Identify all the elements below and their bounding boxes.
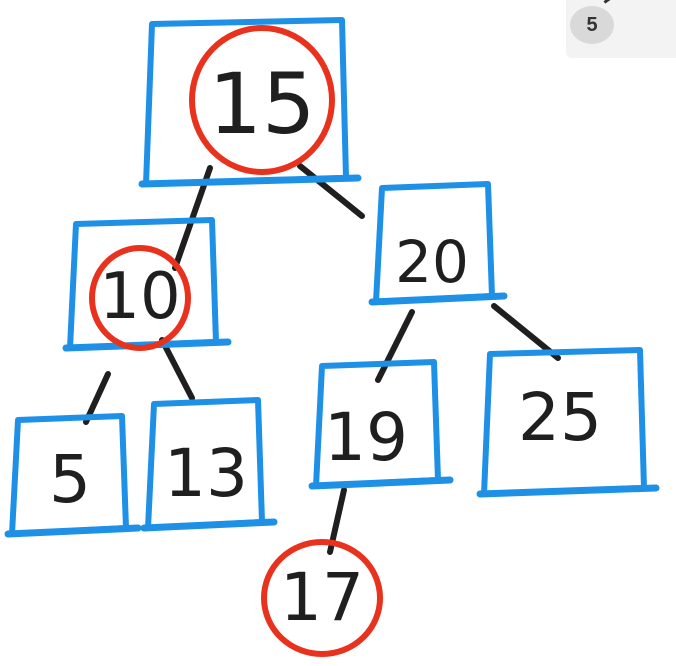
edge-20-to-25 — [491, 303, 561, 361]
edge-15-to-20 — [297, 163, 365, 219]
edges-layer — [83, 163, 561, 555]
node-label-15: 15 — [209, 55, 316, 153]
node-label-10: 10 — [99, 260, 180, 334]
node-circle-17 — [261, 539, 383, 657]
node-label-5: 5 — [49, 441, 91, 518]
node-box-underline-19 — [308, 476, 454, 490]
node-box-underline-5 — [4, 524, 142, 538]
labels-layer: 15 10 20 5 13 19 25 17 — [49, 55, 602, 636]
node-label-19: 19 — [324, 399, 408, 476]
node-circle-10 — [89, 245, 191, 351]
node-label-20: 20 — [395, 228, 469, 296]
node-box-underline-15 — [138, 174, 362, 188]
node-label-13: 13 — [164, 435, 248, 512]
edge-20-to-19 — [375, 309, 415, 383]
boxes-layer — [4, 17, 660, 538]
page-indicator: 5 — [566, 0, 676, 58]
circles-layer — [89, 25, 383, 657]
edge-10-to-5 — [83, 371, 111, 425]
node-label-25: 25 — [518, 379, 602, 456]
node-label-17: 17 — [280, 559, 364, 636]
node-box-underline-13 — [140, 518, 278, 532]
node-box-underline-25 — [476, 484, 660, 498]
page-number: 5 — [570, 6, 614, 44]
edge-10-to-13 — [159, 337, 195, 401]
node-circle-15 — [189, 25, 335, 175]
node-box-underline-20 — [368, 292, 508, 306]
